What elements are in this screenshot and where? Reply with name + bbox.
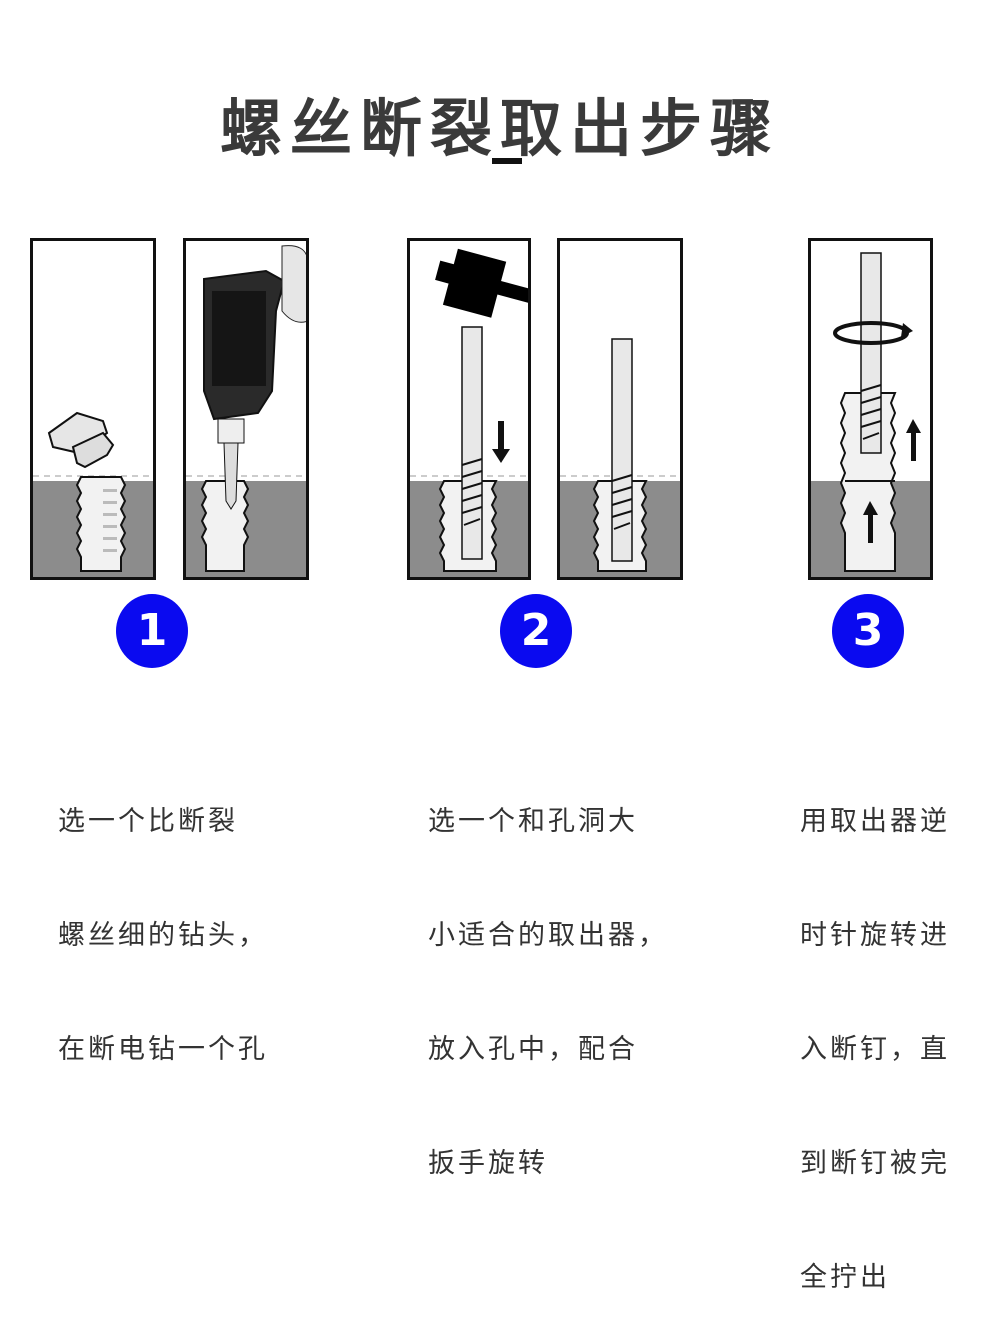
- illustration-panel-extractor-seated: [557, 238, 683, 580]
- illustration-panel-broken-bolt: [30, 238, 156, 580]
- hammer-and-extractor-icon: [410, 248, 528, 577]
- step-badge-3: 3: [832, 594, 904, 668]
- illustration-panel-drilling: [183, 238, 309, 580]
- step-badge-1: 1: [116, 594, 188, 668]
- step-3-line: 入断钉，直: [800, 1034, 950, 1065]
- step-2-line: 扳手旋转: [428, 1148, 548, 1179]
- step-2-line: 选一个和孔洞大: [428, 806, 638, 837]
- step-1-line: 选一个比断裂: [58, 806, 238, 837]
- extractor-in-hole-icon: [560, 338, 680, 577]
- illustration-panel-hammering-extractor: [407, 238, 531, 580]
- step-1-description: 选一个比断裂 螺丝细的钻头， 在断电钻一个孔: [58, 727, 268, 1107]
- step-2-line: 放入孔中，配合: [428, 1034, 638, 1065]
- title-underline: [492, 158, 522, 164]
- step-2-line: 小适合的取出器，: [428, 920, 668, 951]
- rotate-extract-icon: [811, 252, 930, 577]
- step-3-line: 到断钉被完: [800, 1148, 950, 1179]
- page-title: 螺丝断裂取出步骤: [219, 92, 780, 165]
- step-2-description: 选一个和孔洞大 小适合的取出器， 放入孔中，配合 扳手旋转: [428, 727, 668, 1221]
- broken-bolt-icon: [33, 411, 153, 577]
- step-3-line: 时针旋转进: [800, 920, 950, 951]
- step-3-description: 用取出器逆 时针旋转进 入断钉，直 到断钉被完 全拧出: [800, 727, 950, 1335]
- step-1-line: 螺丝细的钻头，: [58, 920, 268, 951]
- step-badge-2: 2: [500, 594, 572, 668]
- illustration-panel-rotating-out: [808, 238, 933, 580]
- step-1-line: 在断电钻一个孔: [58, 1034, 268, 1065]
- step-3-line: 全拧出: [800, 1262, 890, 1293]
- power-drill-icon: [186, 245, 306, 577]
- step-3-line: 用取出器逆: [800, 806, 950, 837]
